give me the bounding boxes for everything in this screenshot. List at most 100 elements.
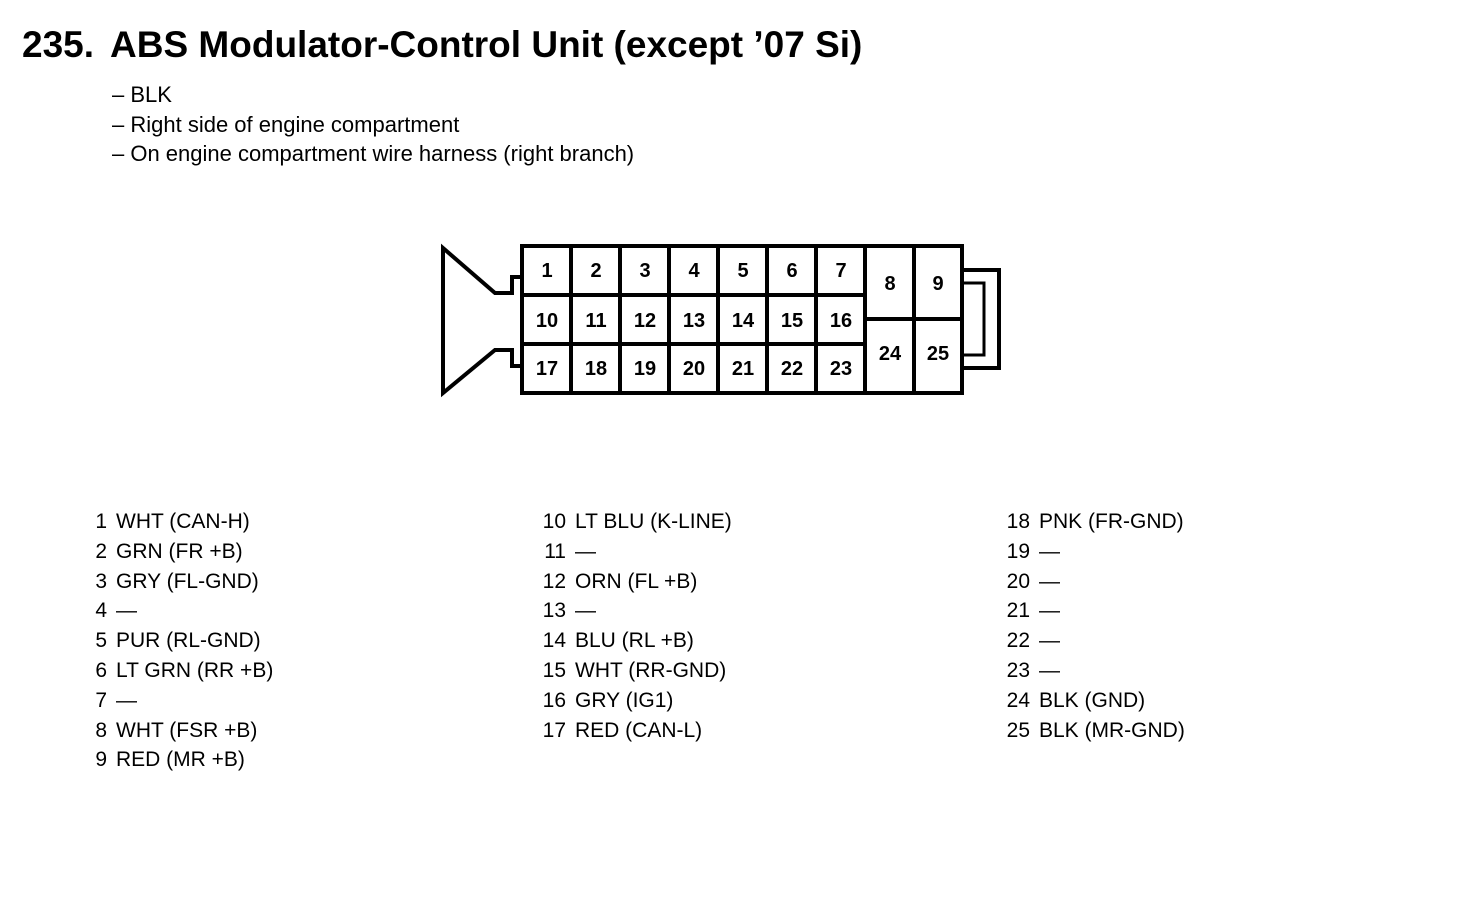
pin-description: — [575, 539, 596, 563]
pin-description: GRY (IG1) [575, 688, 674, 712]
cell-9: 9 [932, 273, 943, 295]
pin-number: 4 [95, 599, 107, 623]
pin-description: — [1039, 629, 1060, 653]
pin-description: — [1039, 539, 1060, 563]
pin-row: 7— [84, 686, 273, 716]
pin-row: 8 WHT (FSR +B) [84, 716, 273, 746]
pin-number: 19 [1006, 539, 1030, 563]
detail-location: – Right side of engine compartment [112, 111, 460, 137]
detail-color: – BLK [112, 82, 172, 107]
pin-description: — [575, 599, 596, 623]
cell-18: 18 [585, 358, 607, 380]
pin-description: GRY (FL-GND) [116, 569, 259, 593]
cell-3: 3 [639, 260, 650, 282]
cell-5: 5 [737, 260, 748, 282]
title-text: ABS Modulator-Control Unit (except ’07 S… [110, 24, 863, 65]
cell-22: 22 [781, 358, 803, 380]
cell-17: 17 [536, 358, 558, 380]
cell-11: 11 [585, 310, 606, 332]
cell-20: 20 [683, 358, 705, 380]
pin-row: 12 ORN (FL +B) [542, 567, 732, 597]
pin-number: 8 [95, 718, 107, 742]
pin-description: LT BLU (K-LINE) [575, 510, 732, 533]
cell-16: 16 [830, 310, 852, 332]
pin-row: 22 — [1006, 626, 1185, 656]
pin-row: 19 — [1006, 537, 1185, 567]
cell-15: 15 [781, 310, 803, 332]
pin-number: 6 [95, 658, 107, 682]
pin-row: 6 LT GRN (RR +B) [84, 656, 273, 686]
pin-number: 12 [542, 569, 566, 593]
connector-details: – BLK – Right side of engine compartment… [112, 80, 634, 169]
pin-description: — [116, 688, 137, 712]
pin-number: 23 [1006, 658, 1030, 682]
pin-number: 16 [542, 688, 566, 712]
pin-number: 24 [1006, 688, 1030, 712]
pin-number: 14 [542, 629, 566, 653]
pin-row: 17 RED (CAN-L) [542, 716, 732, 746]
pin-description: PNK (FR-GND) [1039, 510, 1184, 533]
pin-row: 3 GRY (FL-GND) [84, 567, 273, 597]
pin-description: BLU (RL +B) [575, 629, 694, 653]
pin-row: 15 WHT (RR-GND) [542, 656, 732, 686]
cell-12: 12 [634, 310, 656, 332]
pin-number: 11 [544, 539, 566, 563]
pin-row: 25 BLK (MR-GND) [1006, 716, 1185, 746]
pin-row: 23 — [1006, 656, 1185, 686]
pin-description: WHT (RR-GND) [575, 658, 727, 682]
cell-13: 13 [683, 310, 705, 332]
pin-number: 7 [95, 688, 107, 712]
pin-number: 21 [1006, 599, 1030, 623]
pin-row: 18 PNK (FR-GND) [1006, 507, 1185, 537]
pin-description: WHT (CAN-H) [116, 510, 250, 533]
cell-21: 21 [732, 358, 754, 380]
cell-19: 19 [634, 358, 656, 380]
pin-description: RED (MR +B) [116, 748, 245, 772]
pin-number: 5 [95, 629, 107, 653]
connector-latch [962, 268, 1001, 370]
section-number: 235. [22, 24, 95, 65]
page-title: 235. ABS Modulator-Control Unit (except ’… [22, 26, 862, 63]
cell-14: 14 [732, 310, 755, 332]
cell-2: 2 [590, 260, 601, 282]
pin-description: LT GRN (RR +B) [116, 658, 274, 682]
pin-number: 25 [1006, 718, 1030, 742]
pin-description: — [116, 599, 137, 623]
pin-description: — [1039, 658, 1060, 682]
cell-7: 7 [835, 260, 846, 282]
pin-number: 9 [95, 748, 107, 772]
pin-row: 16 GRY (IG1) [542, 686, 732, 716]
pin-number: 22 [1006, 629, 1030, 653]
cell-25: 25 [927, 343, 949, 365]
pin-number: 1 [95, 510, 107, 533]
pin-number: 3 [95, 569, 107, 593]
pin-description: BLK (MR-GND) [1039, 718, 1185, 742]
pin-number: 15 [542, 658, 566, 682]
pin-row: 11 — [542, 537, 732, 567]
pin-row: 5 PUR (RL-GND) [84, 626, 273, 656]
pin-row: 21— [1006, 596, 1185, 626]
pin-description: WHT (FSR +B) [116, 718, 258, 742]
pin-row: 14 BLU (RL +B) [542, 626, 732, 656]
pin-number: 18 [1006, 510, 1030, 533]
connector-lock-tab [441, 243, 522, 398]
pin-row: 1 WHT (CAN-H) [84, 507, 273, 537]
connector-latch-inner [962, 281, 986, 357]
cell-8: 8 [884, 273, 895, 295]
connector-diagram: 1 2 3 4 5 6 7 8 9 10 11 12 13 14 15 16 2… [441, 243, 1001, 398]
pin-number: 20 [1006, 569, 1030, 593]
pin-description: ORN (FL +B) [575, 569, 698, 593]
cell-4: 4 [688, 260, 700, 282]
pin-number: 17 [542, 718, 566, 742]
pin-row: 20— [1006, 567, 1185, 597]
pin-description: PUR (RL-GND) [116, 629, 261, 653]
pin-description: RED (CAN-L) [575, 718, 703, 742]
pin-row: 13— [542, 596, 732, 626]
pin-row: 24 BLK (GND) [1006, 686, 1185, 716]
cell-23: 23 [830, 358, 852, 380]
pin-description: BLK (GND) [1039, 688, 1146, 712]
cell-1: 1 [541, 260, 552, 282]
